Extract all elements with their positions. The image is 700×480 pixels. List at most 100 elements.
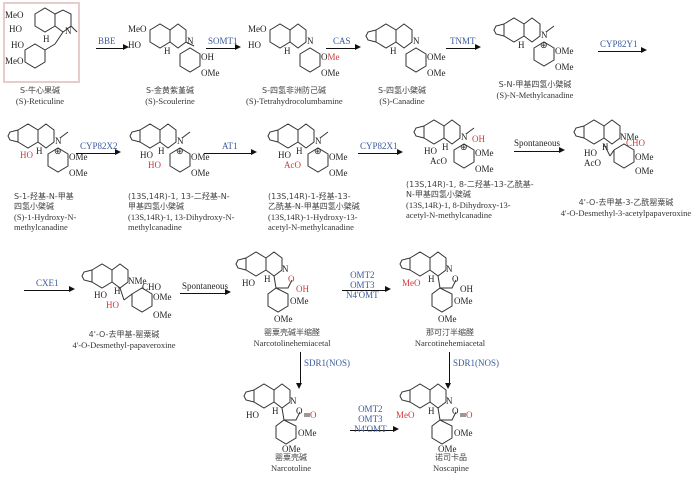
svg-text:HO: HO bbox=[140, 150, 153, 160]
svg-text:OH: OH bbox=[201, 52, 214, 62]
reaction-arrow-at1 bbox=[204, 149, 257, 156]
svg-text:O: O bbox=[310, 410, 317, 420]
reaction-arrow-bbe bbox=[96, 44, 129, 51]
svg-text:H: H bbox=[164, 46, 171, 56]
reaction-arrow-cyp82x1 bbox=[358, 149, 403, 156]
reaction-arrow-omt-top bbox=[342, 286, 391, 293]
enzyme-cyp82y1: CYP82Y1 bbox=[600, 39, 638, 49]
structure-canadine: N H OMe OMe bbox=[365, 23, 446, 78]
svg-text:OMe: OMe bbox=[454, 296, 473, 306]
svg-text:H: H bbox=[390, 46, 397, 56]
svg-text:N: N bbox=[65, 26, 72, 36]
structure-narcotolinehemiacetal: N H O OH HO OMe OMe bbox=[235, 251, 309, 324]
structure-narcotoline: N H O O HO OMe OMe bbox=[243, 383, 317, 454]
svg-text:HO: HO bbox=[246, 410, 259, 420]
svg-text:N: N bbox=[187, 36, 194, 46]
reaction-arrow-sdr1-left bbox=[296, 352, 303, 389]
svg-text:HO: HO bbox=[584, 148, 597, 158]
reaction-arrow-cyp82x2 bbox=[76, 149, 121, 156]
svg-text:MeO: MeO bbox=[402, 278, 421, 288]
structure-reticuline: MeO HO HO MeO N H bbox=[5, 7, 78, 69]
svg-text:OMe: OMe bbox=[555, 62, 574, 72]
svg-text:MeO: MeO bbox=[396, 410, 415, 420]
svg-text:OMe: OMe bbox=[454, 428, 473, 438]
svg-text:OMe: OMe bbox=[191, 168, 210, 178]
svg-text:O: O bbox=[466, 410, 473, 420]
reaction-arrow-tnmt bbox=[446, 44, 481, 51]
svg-text:⊕: ⊕ bbox=[540, 40, 548, 50]
svg-text:OMe: OMe bbox=[153, 310, 172, 320]
structure-n-methylcanadine: N ⊕ H OMe OMe bbox=[493, 17, 574, 72]
svg-text:H: H bbox=[428, 406, 435, 416]
compound-label-canadine: S-四氢小檗碱(S)-Canadine bbox=[378, 86, 426, 106]
svg-text:N: N bbox=[55, 136, 62, 146]
structure-dihydroxy-acetyl-n-methylcanadine: N ⊕ H OH HO AcO OMe OMe bbox=[413, 119, 494, 174]
compound-label-n-methylcanadine: S-N-甲基四氢小檗碱(S)-N-Methylcanadine bbox=[496, 80, 574, 100]
svg-text:O: O bbox=[452, 274, 459, 284]
structure-dihydroxy-n-methylcanadine: N ⊕ H HO HO OMe OMe bbox=[129, 123, 210, 178]
svg-text:OMe: OMe bbox=[427, 52, 446, 62]
svg-text:H: H bbox=[272, 406, 279, 416]
svg-text:HO: HO bbox=[148, 160, 161, 170]
svg-text:OMe: OMe bbox=[329, 168, 348, 178]
svg-text:H: H bbox=[114, 286, 121, 296]
svg-text:⊕: ⊕ bbox=[460, 142, 468, 152]
svg-text:OMe: OMe bbox=[69, 152, 88, 162]
svg-text:MeO: MeO bbox=[248, 24, 267, 34]
svg-text:N: N bbox=[446, 396, 453, 406]
enzyme-sdr1-left: SDR1(NOS) bbox=[304, 358, 351, 368]
svg-text:H: H bbox=[284, 46, 291, 56]
svg-text:OMe: OMe bbox=[274, 314, 293, 324]
svg-text:N: N bbox=[290, 396, 297, 406]
enzyme-cxe1: CXE1 bbox=[36, 278, 59, 288]
reaction-arrow-cas bbox=[326, 44, 361, 51]
compound-label-hydroxy-n-methylcanadine: S-1-羟基-N-甲基四氢小檗碱 (S)-1-Hydroxy-N-methylc… bbox=[14, 192, 77, 232]
compound-label-dihydroxy-n-methylcanadine: (13S,14R)-1, 13-二羟基-N-甲基四氢小檗碱 (13S,14R)-… bbox=[128, 192, 235, 232]
svg-text:AcO: AcO bbox=[584, 158, 601, 168]
svg-text:H: H bbox=[602, 142, 609, 152]
svg-text:⊕: ⊕ bbox=[54, 146, 62, 156]
structure-hydroxy-acetyl-n-methylcanadine: N ⊕ H HO AcO OMe OMe bbox=[267, 123, 348, 178]
svg-text:NMe: NMe bbox=[620, 132, 639, 142]
enzyme-somt1: SOMT1 bbox=[208, 36, 238, 46]
structure-scoulerine: MeO HO N H OH OMe bbox=[128, 23, 220, 78]
enzyme-cyp82x2: CYP82X2 bbox=[80, 141, 118, 151]
enzyme-spontaneous-2: Spontaneous bbox=[182, 281, 228, 291]
svg-text:⊕: ⊕ bbox=[176, 146, 184, 156]
svg-text:OH: OH bbox=[460, 284, 473, 294]
svg-text:OMe: OMe bbox=[321, 52, 340, 62]
structure-noscapine: N H O O MeO OMe OMe bbox=[396, 383, 473, 454]
svg-text:CHO: CHO bbox=[142, 282, 162, 292]
svg-text:OMe: OMe bbox=[290, 296, 309, 306]
svg-text:N: N bbox=[177, 136, 184, 146]
svg-text:OMe: OMe bbox=[438, 314, 457, 324]
svg-text:O: O bbox=[288, 274, 295, 284]
svg-text:HO: HO bbox=[11, 40, 24, 50]
svg-text:OH: OH bbox=[472, 134, 485, 144]
svg-text:N: N bbox=[541, 30, 548, 40]
highlight-box-reticuline bbox=[3, 2, 80, 83]
svg-text:H: H bbox=[428, 274, 435, 284]
svg-text:AcO: AcO bbox=[284, 160, 301, 170]
svg-text:HO: HO bbox=[248, 40, 261, 50]
svg-text:H: H bbox=[518, 40, 525, 50]
svg-text:OMe: OMe bbox=[329, 152, 348, 162]
svg-text:HO: HO bbox=[20, 150, 33, 160]
svg-text:N: N bbox=[446, 264, 453, 274]
svg-text:HO: HO bbox=[278, 150, 291, 160]
reaction-arrow-sdr1-right bbox=[445, 352, 452, 389]
structure-tetrahydrocolumbamine: MeO HO N H OMe OMe bbox=[248, 23, 340, 78]
svg-text:HO: HO bbox=[128, 40, 141, 50]
svg-text:OMe: OMe bbox=[298, 428, 317, 438]
reaction-arrow-somt1 bbox=[206, 44, 241, 51]
svg-text:OMe: OMe bbox=[555, 46, 574, 56]
svg-text:MeO: MeO bbox=[5, 56, 24, 66]
svg-text:N: N bbox=[282, 264, 289, 274]
svg-text:OMe: OMe bbox=[635, 166, 654, 176]
enzyme-at1: AT1 bbox=[222, 141, 238, 151]
svg-text:OMe: OMe bbox=[321, 68, 340, 78]
svg-text:H: H bbox=[264, 274, 271, 284]
